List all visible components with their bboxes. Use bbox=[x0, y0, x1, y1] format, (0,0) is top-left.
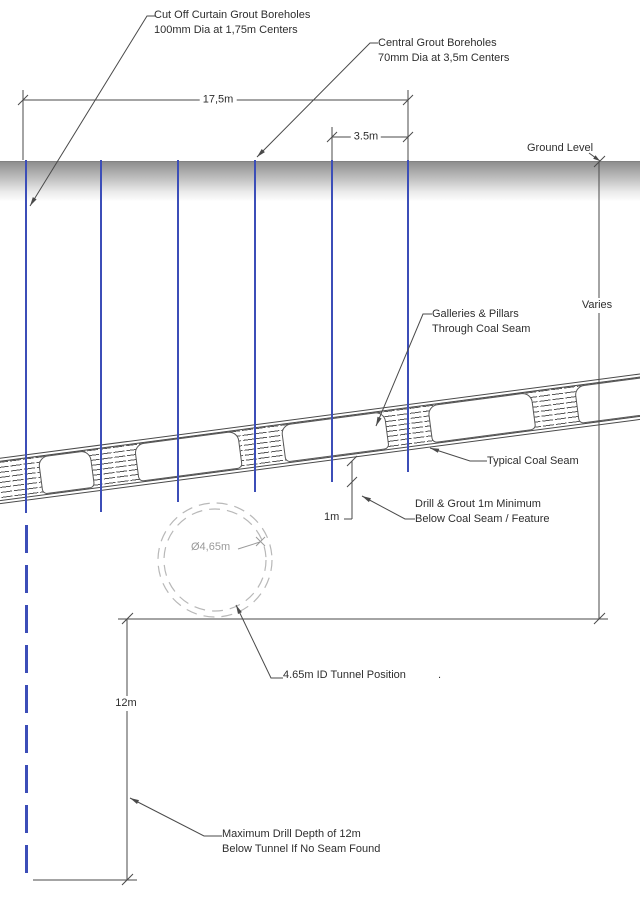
one-meter-dimension-label: 1m bbox=[324, 511, 340, 523]
central-boreholes-label: Central Grout Boreholes 70mm Dia at 3,5m… bbox=[378, 36, 509, 66]
varies-dimension-label: Varies bbox=[578, 298, 616, 313]
central-borehole-line bbox=[254, 160, 256, 492]
galleries-pillars-label-line2: Through Coal Seam bbox=[432, 323, 531, 335]
central-borehole-line bbox=[407, 160, 409, 472]
three-five-dimension-label: 3.5m bbox=[350, 129, 382, 145]
drill-grout-label: Drill & Grout 1m Minimum Below Coal Seam… bbox=[415, 497, 550, 527]
tunnel-circle bbox=[157, 502, 273, 618]
tunnel-diameter-label: Ø4,65m bbox=[191, 541, 231, 553]
seventeen-five-dimension-label: 17,5m bbox=[199, 92, 237, 108]
stray-dot: . bbox=[438, 669, 442, 681]
typical-coal-seam-label: Typical Coal Seam bbox=[487, 455, 579, 467]
central-boreholes-label-line2: 70mm Dia at 3,5m Centers bbox=[378, 52, 510, 64]
cutoff-curtain-borehole-dashed bbox=[25, 513, 28, 882]
central-borehole-line bbox=[331, 160, 333, 482]
galleries-pillars-label-line1: Galleries & Pillars bbox=[432, 308, 519, 320]
central-borehole-line bbox=[177, 160, 179, 502]
central-boreholes-label-line1: Central Grout Boreholes bbox=[378, 37, 497, 49]
ground-level-label: Ground Level bbox=[527, 142, 594, 154]
twelve-meter-dimension-label: 12m bbox=[112, 696, 140, 711]
max-drill-depth-label-line2: Below Tunnel If No Seam Found bbox=[222, 843, 381, 855]
drill-grout-label-line1: Drill & Grout 1m Minimum bbox=[415, 498, 541, 510]
cutoff-boreholes-label: Cut Off Curtain Grout Boreholes 100mm Di… bbox=[154, 8, 310, 38]
dimension-lines bbox=[17, 15, 608, 886]
max-drill-depth-label: Maximum Drill Depth of 12m Below Tunnel … bbox=[222, 827, 380, 857]
cutoff-curtain-borehole-line bbox=[25, 160, 27, 513]
drill-grout-label-line2: Below Coal Seam / Feature bbox=[415, 513, 550, 525]
galleries-pillars-label: Galleries & Pillars Through Coal Seam bbox=[432, 307, 530, 337]
tunnel-position-label: 4.65m ID Tunnel Position bbox=[283, 669, 406, 681]
central-borehole-line bbox=[100, 160, 102, 512]
max-drill-depth-label-line1: Maximum Drill Depth of 12m bbox=[222, 828, 361, 840]
cutoff-boreholes-label-line2: 100mm Dia at 1,75m Centers bbox=[154, 24, 298, 36]
tunnel-diameter-leader bbox=[237, 536, 266, 550]
leader-arrowheads bbox=[30, 149, 600, 804]
cutoff-boreholes-label-line1: Cut Off Curtain Grout Boreholes bbox=[154, 9, 311, 21]
ground-surface-band bbox=[0, 161, 640, 201]
